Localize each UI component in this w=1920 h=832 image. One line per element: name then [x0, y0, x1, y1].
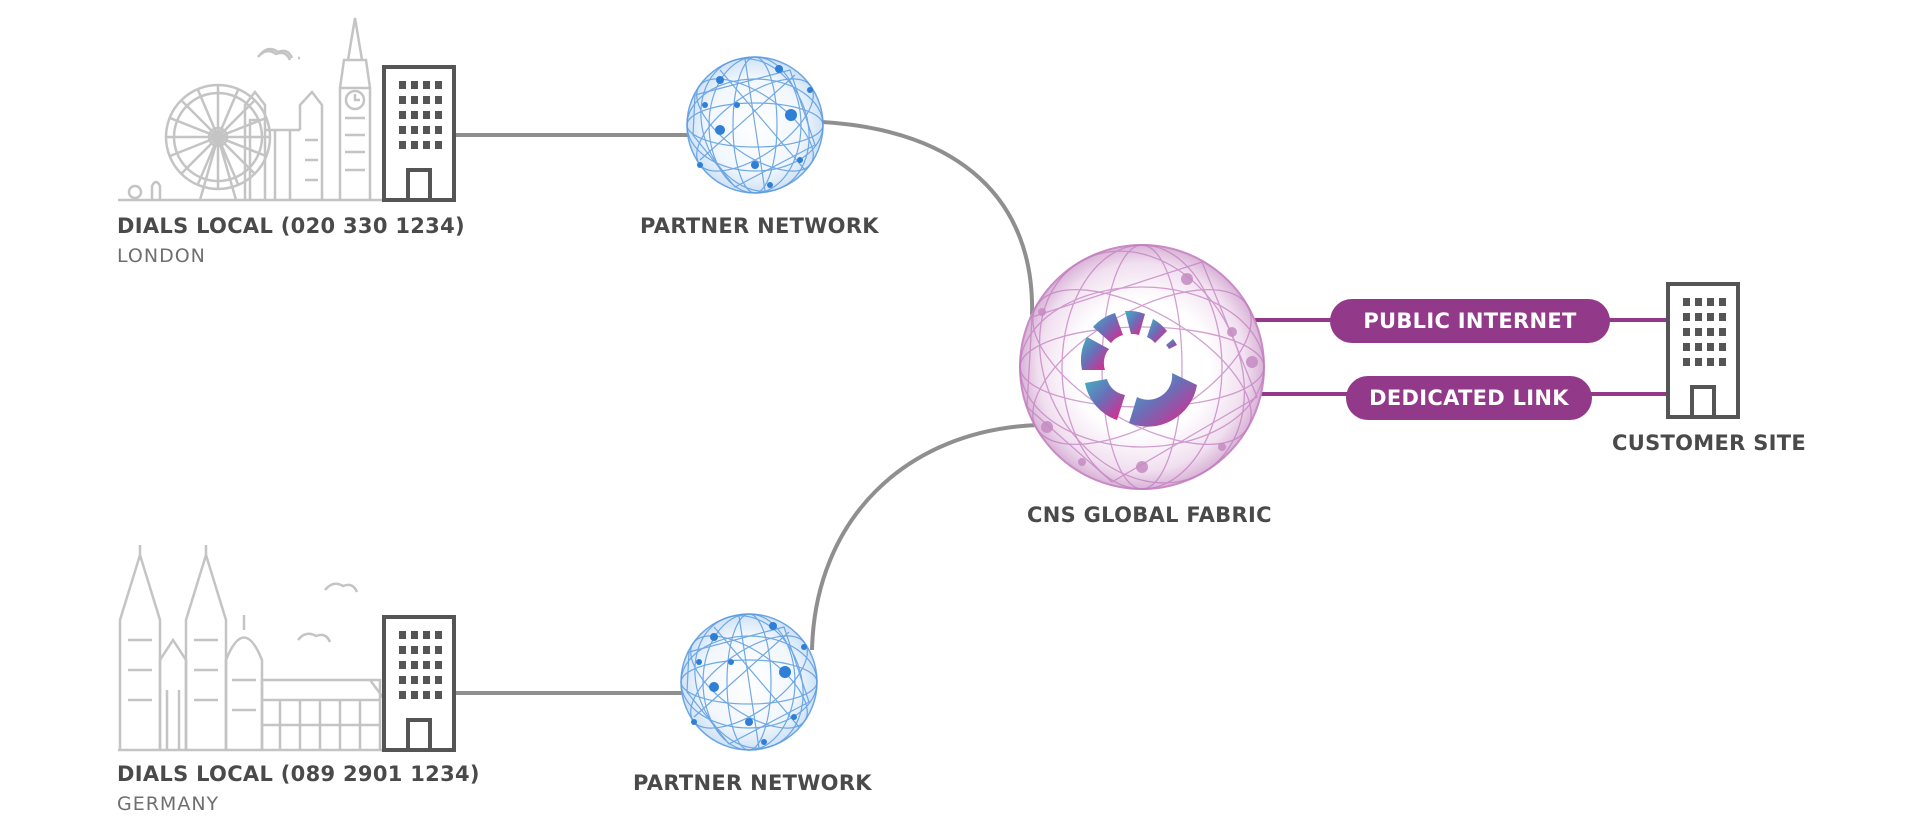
london-office-building-icon: [382, 65, 456, 202]
partner-network-label-top: PARTNER NETWORK: [640, 214, 879, 238]
germany-office-building-icon: [382, 615, 456, 752]
customer-site-label: CUSTOMER SITE: [1612, 431, 1806, 455]
partner-network-globe-icon-top: [681, 42, 829, 208]
cns-global-fabric-sphere: [1019, 244, 1265, 490]
london-skyline-icon: [118, 17, 385, 202]
partner-network-label-bottom: PARTNER NETWORK: [633, 771, 872, 795]
partner-to-fabric-upper: [821, 120, 1035, 316]
cns-logo-icon: [1080, 310, 1197, 427]
public-internet-badge: PUBLIC INTERNET: [1330, 299, 1610, 343]
london-dials-label: DIALS LOCAL (020 330 1234): [117, 214, 465, 238]
partner-network-globe-icon-bottom: [675, 599, 823, 765]
customer-building-icon: [1666, 282, 1740, 419]
london-city-label: LONDON: [117, 245, 206, 267]
germany-dials-label: DIALS LOCAL (089 2901 1234): [117, 762, 480, 786]
dedicated-link-badge: DEDICATED LINK: [1346, 376, 1592, 420]
cologne-cathedral-icon: [118, 545, 386, 752]
fabric-label: CNS GLOBAL FABRIC: [1027, 503, 1272, 527]
cloud-icon: [257, 49, 300, 61]
partner-to-fabric-lower: [810, 423, 1039, 651]
germany-city-label: GERMANY: [117, 793, 220, 815]
